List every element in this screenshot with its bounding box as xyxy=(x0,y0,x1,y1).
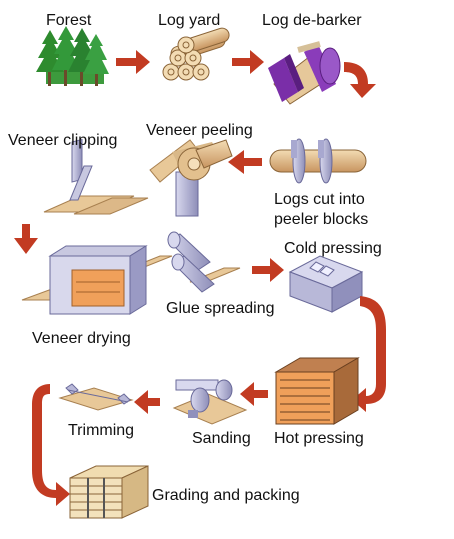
peeler-blocks-illustration xyxy=(269,138,367,184)
sanding-illustration xyxy=(172,379,248,425)
label-glue-spreading: Glue spreading xyxy=(166,300,275,317)
arrow-hot-to-sanding xyxy=(240,382,268,406)
forest-illustration xyxy=(36,26,109,86)
debarker-illustration xyxy=(268,41,341,105)
label-cold-pressing: Cold pressing xyxy=(284,240,382,257)
label-sanding: Sanding xyxy=(192,430,251,447)
veneer-clipping-illustration xyxy=(43,138,149,215)
label-trimming: Trimming xyxy=(68,422,135,439)
label-log-yard: Log yard xyxy=(158,12,221,29)
veneer-peeling-illustration xyxy=(149,139,233,217)
label-log-debarker: Log de-barker xyxy=(262,12,362,29)
arrow-forest-to-logyard xyxy=(116,50,150,74)
label-veneer-clipping: Veneer clipping xyxy=(8,132,118,149)
label-veneer-drying: Veneer drying xyxy=(32,330,131,347)
arrow-sanding-to-trimming xyxy=(134,390,160,414)
arrow-cold-to-hot xyxy=(352,296,386,412)
veneer-drying-illustration xyxy=(21,245,173,315)
arrow-logyard-to-debarker xyxy=(232,50,264,74)
label-grading-packing: Grading and packing xyxy=(152,487,300,504)
arrow-debarker-down xyxy=(344,62,376,98)
label-veneer-peeling: Veneer peeling xyxy=(146,122,253,139)
trimming-illustration xyxy=(58,383,134,411)
cold-pressing-illustration xyxy=(288,255,364,313)
label-peeler-blocks: Logs cut into peeler blocks xyxy=(274,191,369,228)
arrow-glue-to-cold xyxy=(252,258,284,282)
label-hot-pressing: Hot pressing xyxy=(274,430,364,447)
grading-packing-illustration xyxy=(69,465,149,519)
label-forest: Forest xyxy=(46,12,92,29)
log-pile-illustration xyxy=(162,27,230,81)
arrow-blocks-to-peeling xyxy=(228,150,262,174)
hot-pressing-illustration xyxy=(274,357,360,425)
arrow-clipping-to-drying xyxy=(14,224,38,254)
glue-spreading-illustration xyxy=(167,231,241,293)
arrow-trimming-to-grading xyxy=(32,384,70,506)
